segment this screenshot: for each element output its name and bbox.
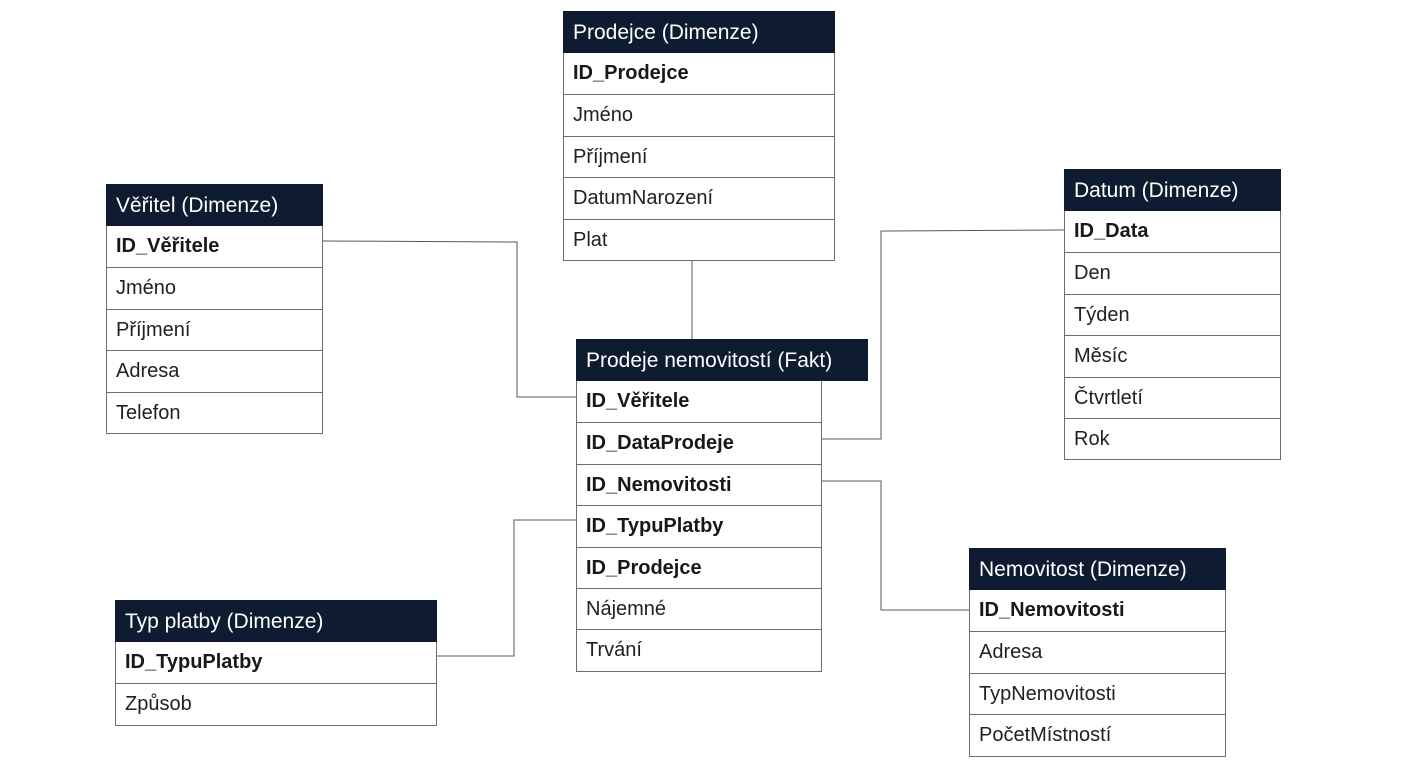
attribute: Příjmení: [564, 135, 834, 177]
entity-nemovitost: Nemovitost (Dimenze) ID_Nemovitosti Adre…: [969, 548, 1226, 757]
attribute: TypNemovitosti: [970, 672, 1225, 714]
attribute-foreign-key: ID_TypuPlatby: [577, 505, 821, 546]
attribute: DatumNarození: [564, 177, 834, 218]
attribute-primary-key: ID_Prodejce: [573, 62, 689, 84]
entity-typ-platby: Typ platby (Dimenze) ID_TypuPlatby Způso…: [115, 600, 437, 726]
entity-attributes: ID_Nemovitosti Adresa TypNemovitosti Poč…: [969, 590, 1226, 757]
entity-attributes: ID_Prodejce Jméno Příjmení DatumNarození…: [563, 53, 835, 261]
attribute: Rok: [1065, 417, 1280, 459]
attribute: Nájemné: [577, 587, 821, 629]
entity-attributes: ID_Data Den Týden Měsíc Čtvrtletí Rok: [1064, 211, 1281, 461]
attribute: Čtvrtletí: [1065, 376, 1280, 418]
entity-title: Prodeje nemovitostí (Fakt): [576, 339, 868, 381]
attribute: Měsíc: [1065, 335, 1280, 376]
entity-attributes: ID_Věřitele ID_DataProdeje ID_Nemovitost…: [576, 381, 822, 672]
entity-title: Typ platby (Dimenze): [115, 600, 437, 642]
connector-veritel-fakt: [322, 240, 576, 398]
attribute: Adresa: [107, 350, 322, 391]
attribute-primary-key: ID_Věřitele: [116, 235, 220, 257]
attribute: Trvání: [577, 629, 821, 670]
entity-prodejce: Prodejce (Dimenze) ID_Prodejce Jméno Pří…: [563, 11, 835, 261]
connector-datum-fakt: [822, 229, 1065, 440]
attribute: Telefon: [107, 391, 322, 433]
entity-title: Datum (Dimenze): [1064, 169, 1281, 211]
attribute-primary-key: ID_Nemovitosti: [979, 599, 1125, 621]
attribute: Jméno: [564, 94, 834, 135]
attribute: PočetMístností: [970, 714, 1225, 755]
entity-veritel: Věřitel (Dimenze) ID_Věřitele Jméno Příj…: [106, 184, 323, 434]
attribute-foreign-key: ID_Prodejce: [577, 546, 821, 588]
entity-fakt: Prodeje nemovitostí (Fakt) ID_Věřitele I…: [576, 339, 868, 672]
attribute: Týden: [1065, 293, 1280, 335]
entity-title: Věřitel (Dimenze): [106, 184, 323, 226]
attribute-primary-key: ID_TypuPlatby: [125, 651, 263, 673]
entity-datum: Datum (Dimenze) ID_Data Den Týden Měsíc …: [1064, 169, 1281, 461]
connector-typ-platby-fakt: [437, 519, 576, 657]
entity-attributes: ID_TypuPlatby Způsob: [115, 642, 437, 726]
entity-attributes: ID_Věřitele Jméno Příjmení Adresa Telefo…: [106, 226, 323, 434]
attribute-foreign-key: ID_Věřitele: [586, 390, 690, 412]
connector-nemovitost-fakt: [822, 480, 969, 611]
attribute-foreign-key: ID_Nemovitosti: [577, 463, 821, 505]
attribute: Způsob: [116, 683, 436, 724]
attribute: Plat: [564, 218, 834, 260]
attribute-primary-key: ID_Data: [1074, 220, 1149, 242]
attribute: Příjmení: [107, 308, 322, 350]
attribute: Adresa: [970, 631, 1225, 672]
attribute: Den: [1065, 252, 1280, 293]
entity-title: Prodejce (Dimenze): [563, 11, 835, 53]
attribute-foreign-key: ID_DataProdeje: [577, 422, 821, 463]
attribute: Jméno: [107, 267, 322, 308]
entity-title: Nemovitost (Dimenze): [969, 548, 1226, 590]
